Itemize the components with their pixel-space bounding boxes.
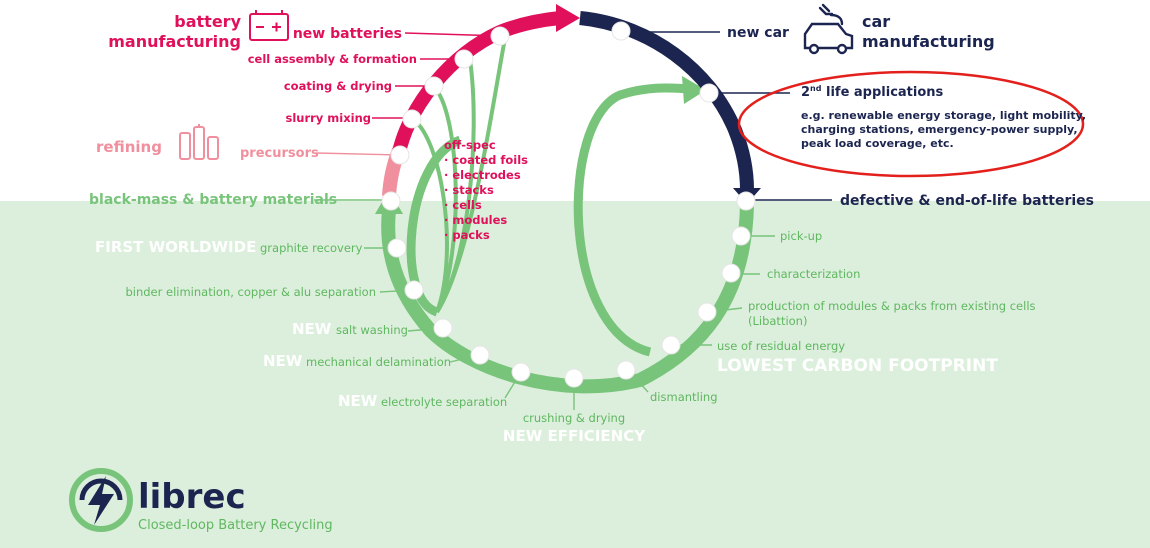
- graphite-label: graphite recovery: [260, 241, 363, 255]
- node-black-mass: [381, 191, 401, 211]
- car-plug-icon: [803, 3, 854, 55]
- car-manufacturing-line1: car: [862, 12, 890, 31]
- off-spec-item: · coated foils: [444, 153, 528, 167]
- residual-energy-label: use of residual energy: [717, 339, 845, 353]
- first-worldwide-badge: FIRST WORLDWIDE: [95, 238, 256, 256]
- precursors-label: precursors: [240, 146, 319, 161]
- node-precursors: [390, 145, 410, 165]
- battery-manufacturing-line2: manufacturing: [108, 32, 241, 51]
- node-residual: [661, 335, 681, 355]
- binder-label: binder elimination, copper & alu separat…: [125, 285, 376, 299]
- battery-manufacturing-line1: battery: [174, 12, 241, 31]
- node-coating: [424, 76, 444, 96]
- second-life-highlight: [737, 70, 1085, 178]
- new-badge: NEW: [292, 320, 332, 338]
- node-new-car: [611, 21, 631, 41]
- manufacturing-arrowhead: [556, 4, 580, 32]
- lowest-carbon-badge: LOWEST CARBON FOOTPRINT: [717, 356, 998, 376]
- slurry-label: slurry mixing: [285, 111, 371, 125]
- new-badge: NEW: [338, 392, 378, 410]
- production-label-line1: production of modules & packs from exist…: [748, 299, 1036, 313]
- node-binder: [404, 280, 424, 300]
- off-spec-item: · packs: [444, 228, 490, 242]
- electrolyte-label: electrolyte separation: [381, 395, 507, 409]
- node-new-batteries: [490, 26, 510, 46]
- dismantling-label: dismantling: [650, 390, 718, 404]
- node-graphite: [387, 238, 407, 258]
- production-label-line2: (Libattion): [748, 314, 807, 328]
- refining-label: refining: [96, 138, 162, 156]
- second-life-loop: [573, 83, 701, 357]
- node-second-life: [699, 83, 719, 103]
- new-batteries-label: new batteries: [293, 26, 402, 42]
- stage-nodes: [381, 21, 756, 388]
- defective-label: defective & end-of-life batteries: [840, 193, 1094, 209]
- node-characterization: [721, 263, 741, 283]
- off-spec-feed-lines: [408, 37, 507, 314]
- brand-name: librec: [138, 477, 246, 517]
- car-manufacturing-line2: manufacturing: [862, 32, 995, 51]
- node-production: [697, 302, 717, 322]
- libattion-lightning-logo: [69, 468, 133, 532]
- black-mass-label: black-mass & battery materials: [89, 192, 337, 208]
- second-life-title: 2nd life applications: [801, 84, 944, 100]
- brand-tagline: Closed-loop Battery Recycling: [138, 518, 333, 533]
- cell-assembly-label: cell assembly & formation: [248, 52, 417, 66]
- new-efficiency-badge: NEW EFFICIENCY: [503, 427, 646, 445]
- second-life-desc-line: charging stations, emergency-power suppl…: [801, 123, 1078, 136]
- second-life-desc-line: peak load coverage, etc.: [801, 137, 954, 150]
- off-spec-title: off-spec: [444, 138, 496, 152]
- salt-label: salt washing: [336, 323, 408, 337]
- crushing-label: crushing & drying: [523, 411, 625, 425]
- node-mechanical: [470, 345, 490, 365]
- second-life-desc-line: e.g. renewable energy storage, light mob…: [801, 109, 1086, 122]
- cells-icon: [179, 124, 219, 160]
- node-slurry: [402, 109, 422, 129]
- coating-label: coating & drying: [284, 79, 392, 93]
- mechanical-label: mechanical delamination: [306, 355, 451, 369]
- node-salt: [433, 318, 453, 338]
- battery-icon: [249, 10, 289, 41]
- node-defective: [736, 191, 756, 211]
- node-crushing: [564, 368, 584, 388]
- characterization-label: characterization: [767, 267, 860, 281]
- node-dismantling: [616, 360, 636, 380]
- new-car-label: new car: [727, 25, 789, 41]
- second-life-arrowhead: [682, 76, 706, 104]
- off-spec-item: · modules: [444, 213, 507, 227]
- pick-up-label: pick-up: [780, 229, 822, 243]
- off-spec-item: · electrodes: [444, 168, 521, 182]
- recycling-arc: [381, 204, 754, 394]
- off-spec-loop: [406, 135, 462, 317]
- node-cell-assembly: [454, 49, 474, 69]
- node-pick-up: [731, 226, 751, 246]
- new-badge: NEW: [263, 352, 303, 370]
- off-spec-item: · stacks: [444, 183, 494, 197]
- off-spec-item: · cells: [444, 198, 482, 212]
- node-electrolyte: [511, 362, 531, 382]
